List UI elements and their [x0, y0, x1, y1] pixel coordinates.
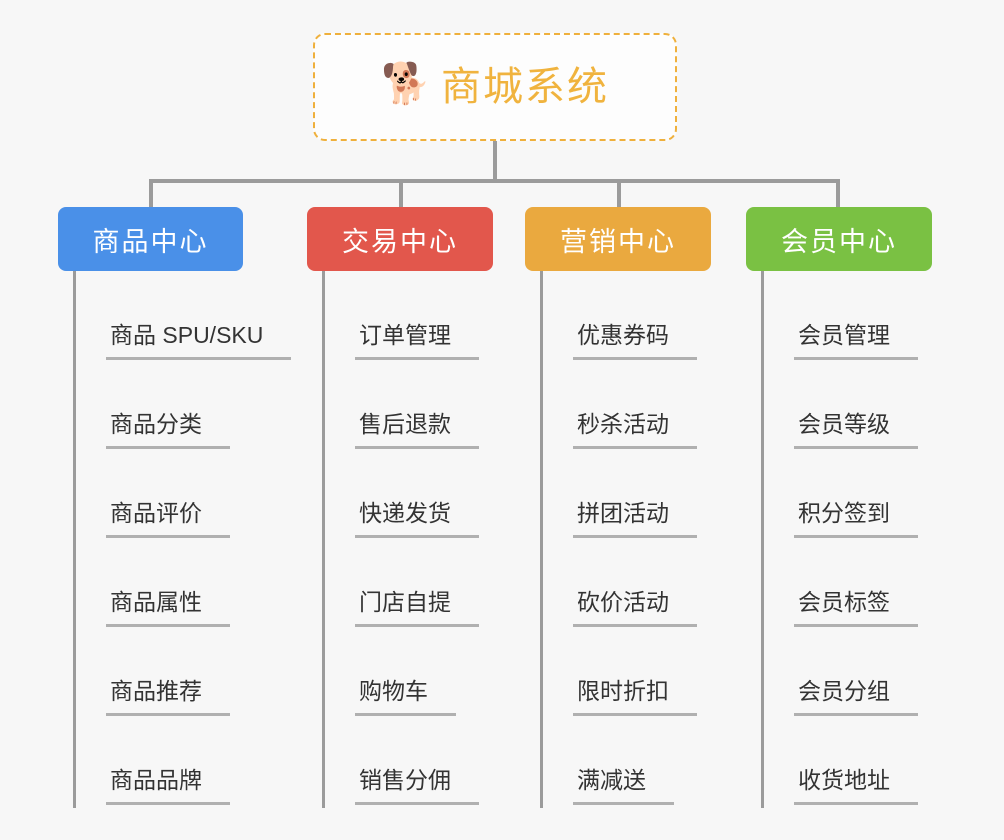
connector-branch-1-vertical — [149, 179, 153, 209]
leaf-list-marketing-center: 优惠券码 秒杀活动 拼团活动 砍价活动 限时折扣 满减送 — [540, 271, 711, 808]
connector-branch-3-vertical — [617, 179, 621, 209]
leaf-label: 积分签到 — [794, 502, 918, 538]
leaf-item[interactable]: 满减送 — [540, 716, 711, 805]
leaf-label: 砍价活动 — [573, 591, 697, 627]
leaf-item[interactable]: 优惠券码 — [540, 271, 711, 360]
leaf-label: 会员管理 — [794, 324, 918, 360]
leaf-label: 会员等级 — [794, 413, 918, 449]
leaf-item[interactable]: 销售分佣 — [322, 716, 493, 805]
shiba-dog-icon: 🐕 — [381, 62, 431, 106]
leaf-label: 拼团活动 — [573, 502, 697, 538]
branch-header-member-center[interactable]: 会员中心 — [746, 207, 932, 271]
leaf-item[interactable]: 砍价活动 — [540, 538, 711, 627]
branch-trade-center: 交易中心 订单管理 售后退款 快递发货 门店自提 购物车 销售分佣 — [307, 207, 493, 808]
leaf-item[interactable]: 拼团活动 — [540, 449, 711, 538]
leaf-item[interactable]: 积分签到 — [761, 449, 932, 538]
leaf-label: 门店自提 — [355, 591, 479, 627]
branch-header-trade-center[interactable]: 交易中心 — [307, 207, 493, 271]
connector-root-vertical — [493, 141, 497, 181]
leaf-label: 购物车 — [355, 680, 456, 716]
leaf-label: 快递发货 — [355, 502, 479, 538]
leaf-item[interactable]: 商品 SPU/SKU — [73, 271, 292, 360]
leaf-label: 商品 SPU/SKU — [106, 324, 292, 360]
root-title: 商城系统 — [441, 65, 609, 109]
connector-horizontal-bus — [149, 179, 838, 183]
branch-marketing-center: 营销中心 优惠券码 秒杀活动 拼团活动 砍价活动 限时折扣 满减送 — [525, 207, 711, 808]
connector-branch-2-vertical — [399, 179, 403, 209]
leaf-label: 会员分组 — [794, 680, 918, 716]
leaf-list-product-center: 商品 SPU/SKU 商品分类 商品评价 商品属性 商品推荐 商品品牌 — [73, 271, 292, 808]
leaf-label: 商品评价 — [106, 502, 230, 538]
leaf-label: 商品品牌 — [106, 769, 230, 805]
leaf-item[interactable]: 限时折扣 — [540, 627, 711, 716]
leaf-list-member-center: 会员管理 会员等级 积分签到 会员标签 会员分组 收货地址 — [761, 271, 932, 808]
branch-product-center: 商品中心 商品 SPU/SKU 商品分类 商品评价 商品属性 商品推荐 商品品牌 — [58, 207, 292, 808]
leaf-item[interactable]: 收货地址 — [761, 716, 932, 805]
leaf-label: 满减送 — [573, 769, 674, 805]
leaf-item[interactable]: 商品品牌 — [73, 716, 291, 805]
leaf-label: 商品分类 — [106, 413, 230, 449]
leaf-item[interactable]: 会员等级 — [761, 360, 932, 449]
leaf-item[interactable]: 快递发货 — [322, 449, 493, 538]
leaf-label: 秒杀活动 — [573, 413, 697, 449]
leaf-item[interactable]: 购物车 — [322, 627, 493, 716]
leaf-list-trade-center: 订单管理 售后退款 快递发货 门店自提 购物车 销售分佣 — [322, 271, 493, 808]
leaf-label: 售后退款 — [355, 413, 479, 449]
leaf-label: 订单管理 — [355, 324, 479, 360]
leaf-label: 优惠券码 — [573, 324, 697, 360]
root-node[interactable]: 🐕 商城系统 — [313, 33, 677, 141]
branch-header-product-center[interactable]: 商品中心 — [58, 207, 243, 271]
leaf-item[interactable]: 商品推荐 — [73, 627, 291, 716]
leaf-item[interactable]: 会员标签 — [761, 538, 932, 627]
connector-branch-4-vertical — [836, 179, 840, 209]
leaf-label: 商品推荐 — [106, 680, 230, 716]
branch-member-center: 会员中心 会员管理 会员等级 积分签到 会员标签 会员分组 收货地址 — [746, 207, 932, 808]
leaf-item[interactable]: 订单管理 — [322, 271, 493, 360]
leaf-item[interactable]: 秒杀活动 — [540, 360, 711, 449]
leaf-item[interactable]: 售后退款 — [322, 360, 493, 449]
leaf-label: 收货地址 — [794, 769, 918, 805]
leaf-label: 销售分佣 — [355, 769, 479, 805]
leaf-item[interactable]: 会员分组 — [761, 627, 932, 716]
leaf-label: 限时折扣 — [573, 680, 697, 716]
leaf-item[interactable]: 商品分类 — [73, 360, 291, 449]
leaf-label: 商品属性 — [106, 591, 230, 627]
leaf-label: 会员标签 — [794, 591, 918, 627]
branch-header-marketing-center[interactable]: 营销中心 — [525, 207, 711, 271]
leaf-item[interactable]: 商品属性 — [73, 538, 291, 627]
leaf-item[interactable]: 会员管理 — [761, 271, 932, 360]
leaf-item[interactable]: 门店自提 — [322, 538, 493, 627]
leaf-item[interactable]: 商品评价 — [73, 449, 291, 538]
